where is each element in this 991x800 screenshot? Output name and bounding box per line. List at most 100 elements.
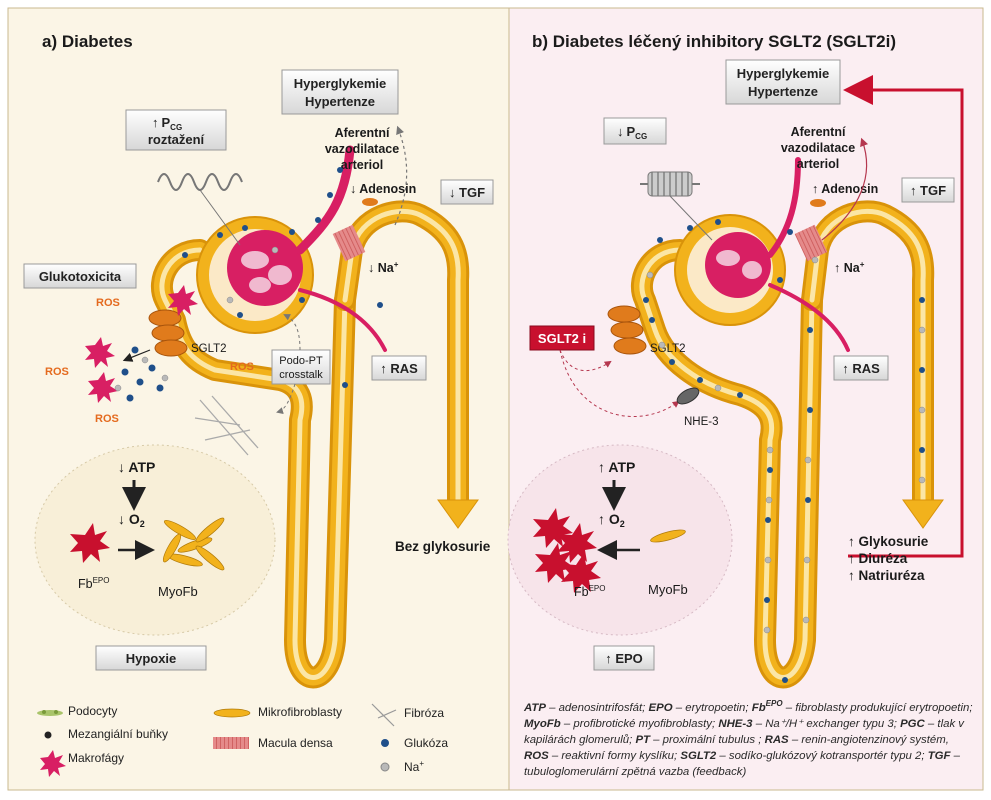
- atp-label-a: ↓ ATP: [118, 459, 155, 475]
- legend-na-icon: [380, 762, 390, 772]
- abbr-term: RAS: [764, 733, 789, 746]
- legend-mikrofibroblasty: Mikrofibroblasty: [258, 705, 342, 719]
- svg-text:roztažení: roztažení: [148, 132, 205, 147]
- svg-text:Hypoxie: Hypoxie: [126, 651, 177, 666]
- abbreviations-footnote: ATP – adenosintrifosfát; EPO – erytropoe…: [524, 696, 974, 780]
- glukotox-box-a: Glukotoxicita: [23, 263, 137, 289]
- podo-box-a: Podo-PT crosstalk: [271, 349, 331, 385]
- hypoxia-zone-b: [507, 444, 733, 636]
- svg-text:↓PCG: ↓PCG: [617, 124, 647, 141]
- abbr-term: ROS: [524, 749, 549, 762]
- svg-text:↑PCG: ↑PCG: [152, 115, 182, 132]
- svg-text:arteriol: arteriol: [797, 157, 839, 171]
- ros-label-1: ROS: [96, 297, 120, 309]
- pcg-box-b: ↓PCG: [603, 117, 667, 145]
- panel-b: b) Diabetes léčený inhibitory SGLT2 (SGL…: [507, 32, 964, 689]
- myofibroblast-icons-a: [162, 517, 225, 571]
- abbr-term: TGF: [927, 749, 951, 762]
- tgf-box-a: ↓ TGF: [440, 179, 494, 205]
- svg-text:↑ RAS: ↑ RAS: [380, 361, 418, 376]
- glomerulus-b: [705, 232, 771, 298]
- glucose-dots-b: [643, 219, 925, 683]
- pressure-spring-b: [640, 171, 700, 197]
- abbr-definition: – reaktivní formy kyslíku;: [548, 749, 681, 762]
- collecting-arrow-a: [437, 499, 479, 529]
- fibroblast-epo-icons-b: [533, 508, 601, 593]
- hyper-box-b: Hyperglykemie Hypertenze: [725, 59, 841, 105]
- panel-a-title: a) Diabetes: [42, 32, 133, 51]
- ros-label-2: ROS: [45, 366, 69, 378]
- affer-label-b: Aferentní vazodilatace arteriol: [781, 125, 855, 171]
- abbr-term-sup: EPO: [765, 699, 783, 708]
- svg-text:↑ TGF: ↑ TGF: [910, 183, 946, 198]
- o2-label-a: ↓ O2: [118, 511, 145, 529]
- legend-glukoza-icon: [381, 739, 389, 747]
- epo-box-b: ↑ EPO: [593, 645, 655, 671]
- feedback-arrow-b: [843, 75, 964, 558]
- svg-text:crosstalk: crosstalk: [279, 369, 323, 381]
- myofb-label-a: MyoFb: [158, 584, 198, 599]
- ras-box-a: ↑ RAS: [371, 355, 427, 381]
- abbr-term: FbEPO: [751, 699, 783, 714]
- abbr-term: ATP: [524, 701, 546, 714]
- legend: Podocyty Mezangiální buňky Makrofágy Mik…: [37, 703, 448, 777]
- abbr-term: PGC: [900, 717, 925, 730]
- abbr-definition: – renin-angiotenzinový systém,: [788, 733, 949, 746]
- na-label-a: ↓ Na+: [368, 260, 399, 275]
- svg-text:↑ EPO: ↑ EPO: [605, 651, 643, 666]
- svg-text:arteriol: arteriol: [341, 158, 383, 172]
- affer-label-a: Aferentní vazodilatace arteriol: [325, 126, 399, 172]
- macula-densa-a: [332, 224, 366, 262]
- svg-text:Aferentní: Aferentní: [335, 126, 390, 140]
- hyper-box-a: Hyperglykemie Hypertenze: [281, 69, 399, 115]
- bez-glykosurie-label: Bez glykosurie: [395, 539, 491, 554]
- adenosin-label-a: ↓ Adenosin: [350, 182, 416, 196]
- panel-a: a) Diabetes Hyperglykemie: [23, 32, 494, 689]
- sglt2-label-b: SGLT2: [650, 343, 686, 355]
- ros-label-4: ROS: [230, 361, 254, 373]
- sglt2-label-a: SGLT2: [191, 343, 227, 355]
- legend-mikrofibroblasty-icon: [213, 708, 251, 718]
- pcg-box-a: ↑PCG roztažení: [125, 109, 227, 151]
- legend-makrofagy: Makrofágy: [68, 751, 124, 765]
- abbr-term: SGLT2: [680, 749, 717, 762]
- myofb-label-b: MyoFb: [648, 582, 688, 597]
- abbr-definition: – tubuloglomerulární zpětná vazba (feedb…: [524, 749, 960, 778]
- afferent-arteriole-a: [295, 145, 355, 255]
- legend-macula-icon: [213, 737, 249, 749]
- abbr-definition: – profibrotické myofibroblasty;: [560, 717, 719, 730]
- svg-text:Hyperglykemie: Hyperglykemie: [737, 66, 830, 81]
- abbr-definition: – erytropoetin;: [672, 701, 752, 714]
- legend-mezangialni-icon: [44, 731, 52, 739]
- sodium-dots-a: [114, 246, 279, 392]
- legend-macula: Macula densa: [258, 736, 333, 750]
- svg-text:vazodilatace: vazodilatace: [325, 142, 399, 156]
- abbr-term: PT: [635, 733, 650, 746]
- svg-text:↓ TGF: ↓ TGF: [449, 185, 485, 200]
- svg-text:Hyperglykemie: Hyperglykemie: [294, 76, 387, 91]
- na-label-b: ↑ Na+: [834, 260, 865, 275]
- o2-label-b: ↑ O2: [598, 511, 625, 529]
- svg-text:Hypertenze: Hypertenze: [305, 94, 375, 109]
- collecting-arrow-b: [902, 499, 944, 529]
- legend-fibroza-icon: [371, 703, 397, 727]
- tgf-box-b: ↑ TGF: [901, 177, 955, 203]
- svg-text:Glukotoxicita: Glukotoxicita: [39, 269, 122, 284]
- diureza-label: ↑ Diuréza: [848, 551, 908, 566]
- legend-podocyty-icon: [37, 710, 63, 716]
- legend-na: Na+: [404, 759, 424, 774]
- ras-box-b: ↑ RAS: [833, 355, 889, 381]
- sodium-dots-b: [646, 256, 926, 634]
- macrophage-icons-a: [85, 285, 198, 403]
- abbr-definition: – Na⁺/H⁺ exchanger typu 3;: [752, 717, 901, 730]
- adenosin-label-b: ↑ Adenosin: [812, 182, 878, 196]
- natriureza-label: ↑ Natriuréza: [848, 568, 925, 583]
- sglt2-transporter-b: [607, 305, 647, 355]
- fibrosis-lines-a: [194, 395, 259, 456]
- hypoxie-box-a: Hypoxie: [95, 645, 207, 671]
- nhe3-transporter: [676, 387, 700, 405]
- glucose-dots-a: [121, 167, 423, 402]
- legend-mezangialni: Mezangiální buňky: [68, 727, 168, 741]
